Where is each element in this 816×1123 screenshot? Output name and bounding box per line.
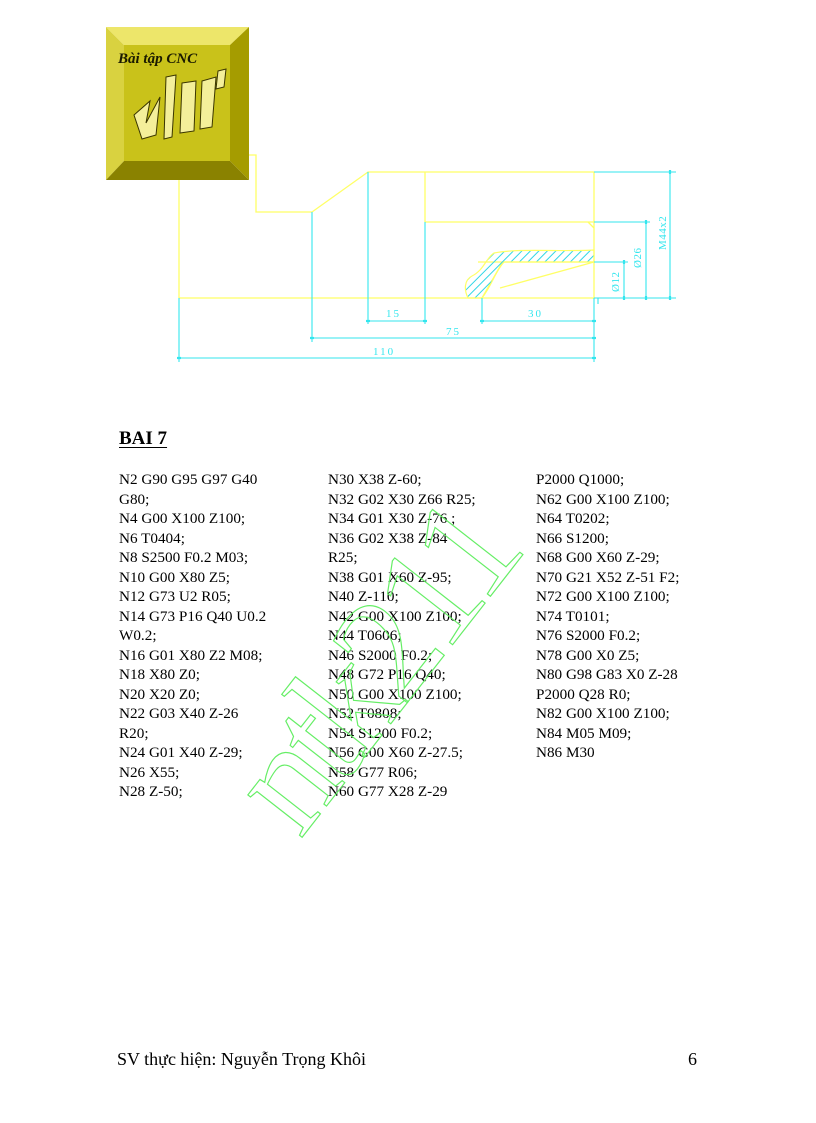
exercise-heading: BAI 7	[119, 428, 168, 449]
code-line: P2000 Q1000;	[536, 471, 625, 488]
dim-15: 15	[386, 308, 401, 320]
code-line: N80 G98 G83 X0 Z-28	[536, 666, 678, 683]
code-line: N38 G01 X60 Z-95;	[328, 568, 452, 586]
code-line: N6 T0404;	[119, 529, 185, 547]
code-line: N34 G01 X30 Z-76 ;	[328, 510, 456, 527]
logo: Bài tập CNC	[106, 27, 249, 180]
part-drawing: 15 30 75 110 M44x2 Ø26 Ø12	[176, 154, 676, 362]
code-line: N36 G02 X38 Z-84	[328, 529, 448, 547]
code-line: N78 G00 X0 Z5;	[536, 646, 640, 664]
program-column-2: N30 X38 Z-60; N32 G02 X30 Z66 R25; N34 G…	[328, 470, 476, 802]
code-line: N84 M05 M09;	[536, 724, 632, 742]
code-line: N58 G77 R06;	[328, 763, 418, 781]
extension-lines	[178, 171, 676, 362]
code-line: N18 X80 Z0;	[119, 666, 200, 683]
code-line: G80;	[119, 490, 150, 508]
code-line: N16 G01 X80 Z2 M08;	[119, 646, 263, 664]
code-line: N52 T0808;	[328, 705, 402, 722]
code-line: N30 X38 Z-60;	[328, 471, 422, 488]
program-column-3: P2000 Q1000; N62 G00 X100 Z100; N64 T020…	[536, 470, 679, 763]
code-line: N74 T0101;	[536, 607, 610, 625]
logo-bevel	[106, 27, 249, 180]
logo-art	[133, 68, 227, 140]
code-line: N20 X20 Z0;	[119, 685, 200, 703]
code-line: N44 T0606;	[328, 627, 402, 644]
code-line: N54 S1200 F0.2;	[328, 724, 433, 742]
code-line: P2000 Q28 R0;	[536, 685, 631, 703]
code-line: N24 G01 X40 Z-29;	[119, 744, 243, 761]
dim-110: 110	[373, 346, 395, 358]
code-line: N82 G00 X100 Z100;	[536, 705, 670, 722]
dimension-lines	[176, 169, 672, 360]
code-line: N62 G00 X100 Z100;	[536, 490, 670, 508]
code-line: N12 G73 U2 R05;	[119, 588, 231, 605]
dim-30: 30	[528, 308, 543, 320]
code-line: N10 G00 X80 Z5;	[119, 568, 230, 586]
dim-hole: Ø12	[610, 272, 622, 292]
code-line: N2 G90 G95 G97 G40	[119, 471, 258, 488]
code-line: N48 G72 P16 Q40;	[328, 666, 446, 683]
dim-75: 75	[446, 326, 461, 338]
code-line: N76 S2000 F0.2;	[536, 627, 641, 644]
code-line: N72 G00 X100 Z100;	[536, 588, 670, 605]
code-line: N42 G00 X100 Z100;	[328, 607, 462, 625]
hatched-section	[464, 249, 595, 299]
page-number: 6	[688, 1049, 697, 1069]
code-line: N26 X55;	[119, 763, 180, 781]
dim-thread: M44x2	[657, 216, 669, 250]
code-line: N66 S1200;	[536, 529, 609, 547]
code-line: N86 M30	[536, 744, 595, 761]
code-line: N14 G73 P16 Q40 U0.2	[119, 607, 267, 625]
code-line: N46 S2000 F0.2;	[328, 646, 433, 664]
code-line: N64 T0202;	[536, 510, 610, 527]
code-line: N68 G00 X60 Z-29;	[536, 549, 660, 566]
code-line: N22 G03 X40 Z-26	[119, 705, 239, 722]
code-line: R20;	[119, 724, 149, 742]
code-line: N60 G77 X28 Z-29	[328, 783, 448, 800]
program-column-1: N2 G90 G95 G97 G40 G80; N4 G00 X100 Z100…	[119, 470, 266, 802]
code-line: R25;	[328, 549, 358, 566]
code-line: N28 Z-50;	[119, 783, 183, 800]
code-line: N70 G21 X52 Z-51 F2;	[536, 568, 680, 586]
code-line: N8 S2500 F0.2 M03;	[119, 549, 249, 566]
footer-author: SV thực hiện: Nguyễn Trọng Khôi	[117, 1049, 366, 1069]
logo-title: Bài tập CNC	[118, 51, 198, 67]
code-line: W0.2;	[119, 627, 157, 644]
code-line: N4 G00 X100 Z100;	[119, 510, 246, 527]
code-line: N32 G02 X30 Z66 R25;	[328, 490, 476, 508]
code-line: N56 G00 X60 Z-27.5;	[328, 744, 463, 761]
code-line: N50 G00 X100 Z100;	[328, 685, 462, 703]
dim-bore: Ø26	[632, 248, 644, 268]
code-line: N40 Z-110;	[328, 588, 399, 605]
